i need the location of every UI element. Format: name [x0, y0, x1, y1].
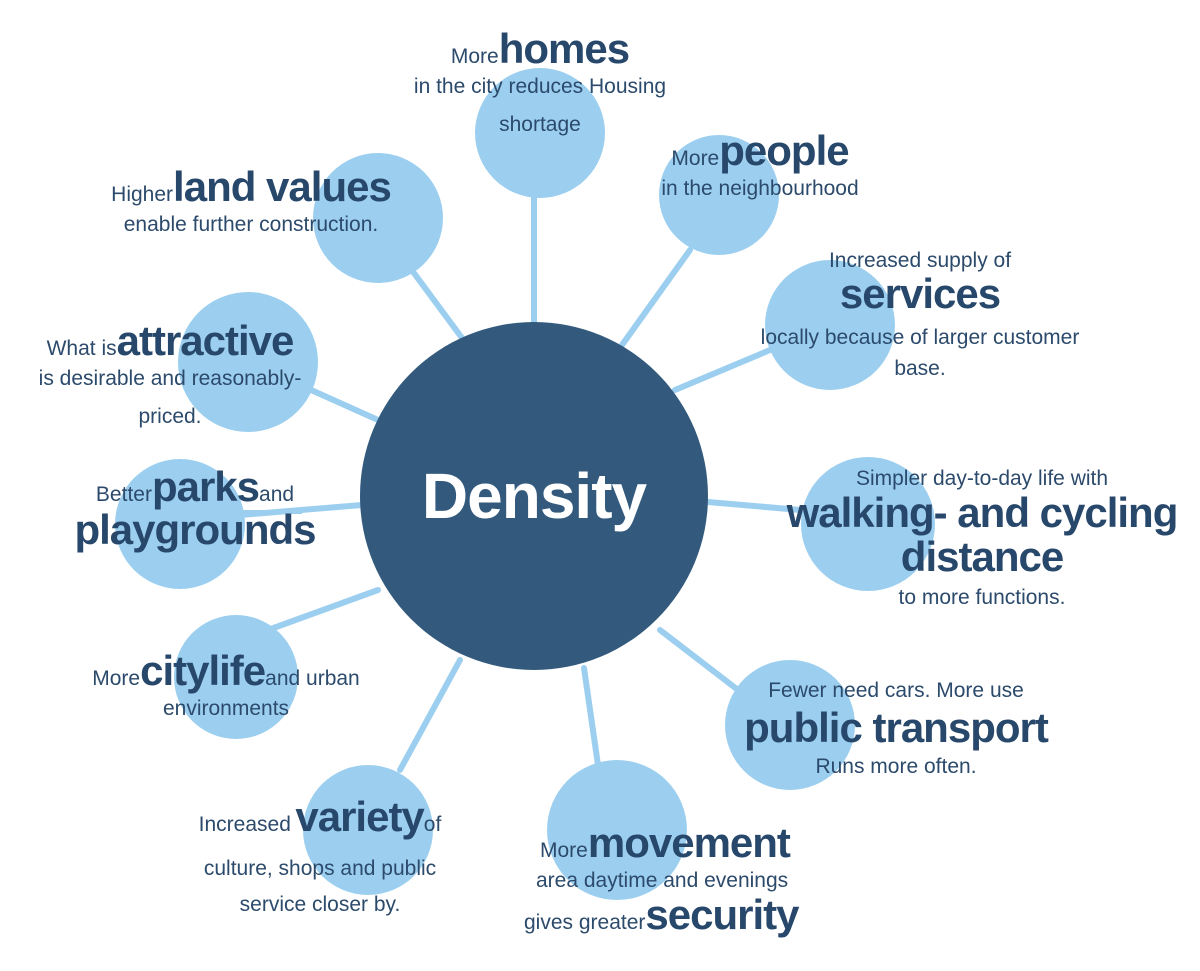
circle-attractive: [178, 292, 318, 432]
landvalues-prefix: Higher: [111, 183, 174, 206]
variety-prefix: Increased: [198, 813, 291, 836]
walking-post: to more functions.: [898, 586, 1066, 610]
attractive-keyword: attractive: [116, 317, 295, 364]
movement-prefix: More: [540, 839, 588, 862]
connector-citylife: [265, 587, 381, 633]
citylife-keyword: citylife: [140, 647, 266, 694]
services-desc-2: base.: [894, 357, 946, 381]
movement-desc-1: area daytime and evenings: [536, 869, 789, 893]
circle-people: [659, 135, 779, 255]
node-walking: Simpler day-to-day life with walking- an…: [772, 466, 1192, 611]
variety-suffix: of: [423, 813, 442, 836]
services-prefix: Increased supply of: [828, 249, 1012, 272]
connector-transport: [657, 627, 741, 693]
circle-variety: [303, 765, 433, 895]
homes-keyword: homes: [498, 25, 630, 72]
walking-keyword-1: walking- and cycling: [786, 489, 1179, 537]
node-citylife: Morecitylifeand urban environments: [56, 646, 396, 722]
landvalues-desc-1: enable further construction.: [123, 213, 379, 237]
people-keyword: people: [719, 127, 849, 174]
circle-landvalues: [313, 153, 443, 283]
variety-keyword: variety: [295, 793, 424, 840]
hub-circle: [360, 322, 708, 670]
circle-parks: [115, 459, 245, 589]
parks-keyword: parks: [151, 463, 260, 510]
node-services: Increased supply of services locally bec…: [730, 248, 1110, 382]
playgrounds-keyword: playgrounds: [74, 506, 316, 553]
parks-prefix: Better: [95, 483, 152, 506]
node-attractive: What isattractive is desirable and reaso…: [10, 316, 330, 429]
homes-prefix: More: [450, 45, 499, 68]
attractive-prefix: What is: [46, 337, 117, 360]
node-parks: Betterparksand playgrounds: [40, 466, 350, 552]
services-keyword: services: [839, 270, 1001, 318]
movement-prefix-2: gives greater: [524, 910, 646, 934]
node-variety: Increased varietyof culture, shops and p…: [160, 792, 480, 917]
connector-walking: [705, 499, 803, 513]
circle-movement: [547, 760, 687, 900]
circle-transport: [725, 660, 855, 790]
walking-prefix: Simpler day-to-day life with: [855, 467, 1109, 490]
parks-suffix: and: [259, 483, 295, 506]
transport-keyword: public transport: [744, 704, 1049, 752]
transport-prefix: Fewer need cars. More use: [768, 679, 1024, 702]
citylife-suffix: and urban: [265, 667, 360, 690]
connector-movement: [581, 665, 601, 768]
security-keyword: security: [645, 890, 799, 938]
node-people: Morepeople in the neighbourhood: [640, 126, 880, 202]
connector-attractive: [297, 382, 381, 423]
citylife-prefix: More: [92, 667, 141, 690]
hub-label: Density: [421, 460, 647, 532]
node-landvalues: Higherland values enable further constru…: [86, 162, 416, 238]
node-movement: Moremovement area daytime and evenings g…: [500, 818, 860, 940]
people-prefix: More: [671, 147, 720, 170]
homes-desc-2: shortage: [499, 112, 581, 136]
services-desc-1: locally because of larger customer: [760, 326, 1080, 350]
walking-keyword-2: distance: [900, 533, 1064, 581]
transport-post: Runs more often.: [815, 754, 977, 778]
variety-desc-1: culture, shops and public: [203, 857, 437, 881]
landvalues-keyword: land values: [173, 163, 392, 210]
homes-desc-1: in the city reduces Housing: [413, 75, 667, 99]
connector-people: [619, 247, 693, 348]
attractive-desc-1: is desirable and reasonably-: [38, 367, 302, 391]
circle-walking: [801, 457, 935, 591]
connector-services: [672, 347, 773, 393]
satellites: [115, 68, 935, 900]
circle-citylife: [174, 615, 298, 739]
people-desc-1: in the neighbourhood: [661, 177, 859, 201]
connector-landvalues: [405, 262, 465, 341]
connector-variety: [397, 657, 463, 773]
movement-keyword: movement: [587, 819, 791, 866]
circle-services: [765, 260, 895, 390]
circle-homes: [475, 68, 605, 198]
attractive-desc-2: priced.: [138, 404, 202, 428]
node-homes: Morehomes in the city reduces Housing sh…: [360, 24, 720, 137]
node-transport: Fewer need cars. More use public transpo…: [716, 678, 1076, 779]
variety-desc-2: service closer by.: [239, 892, 401, 916]
citylife-desc-1: environments: [162, 697, 290, 721]
